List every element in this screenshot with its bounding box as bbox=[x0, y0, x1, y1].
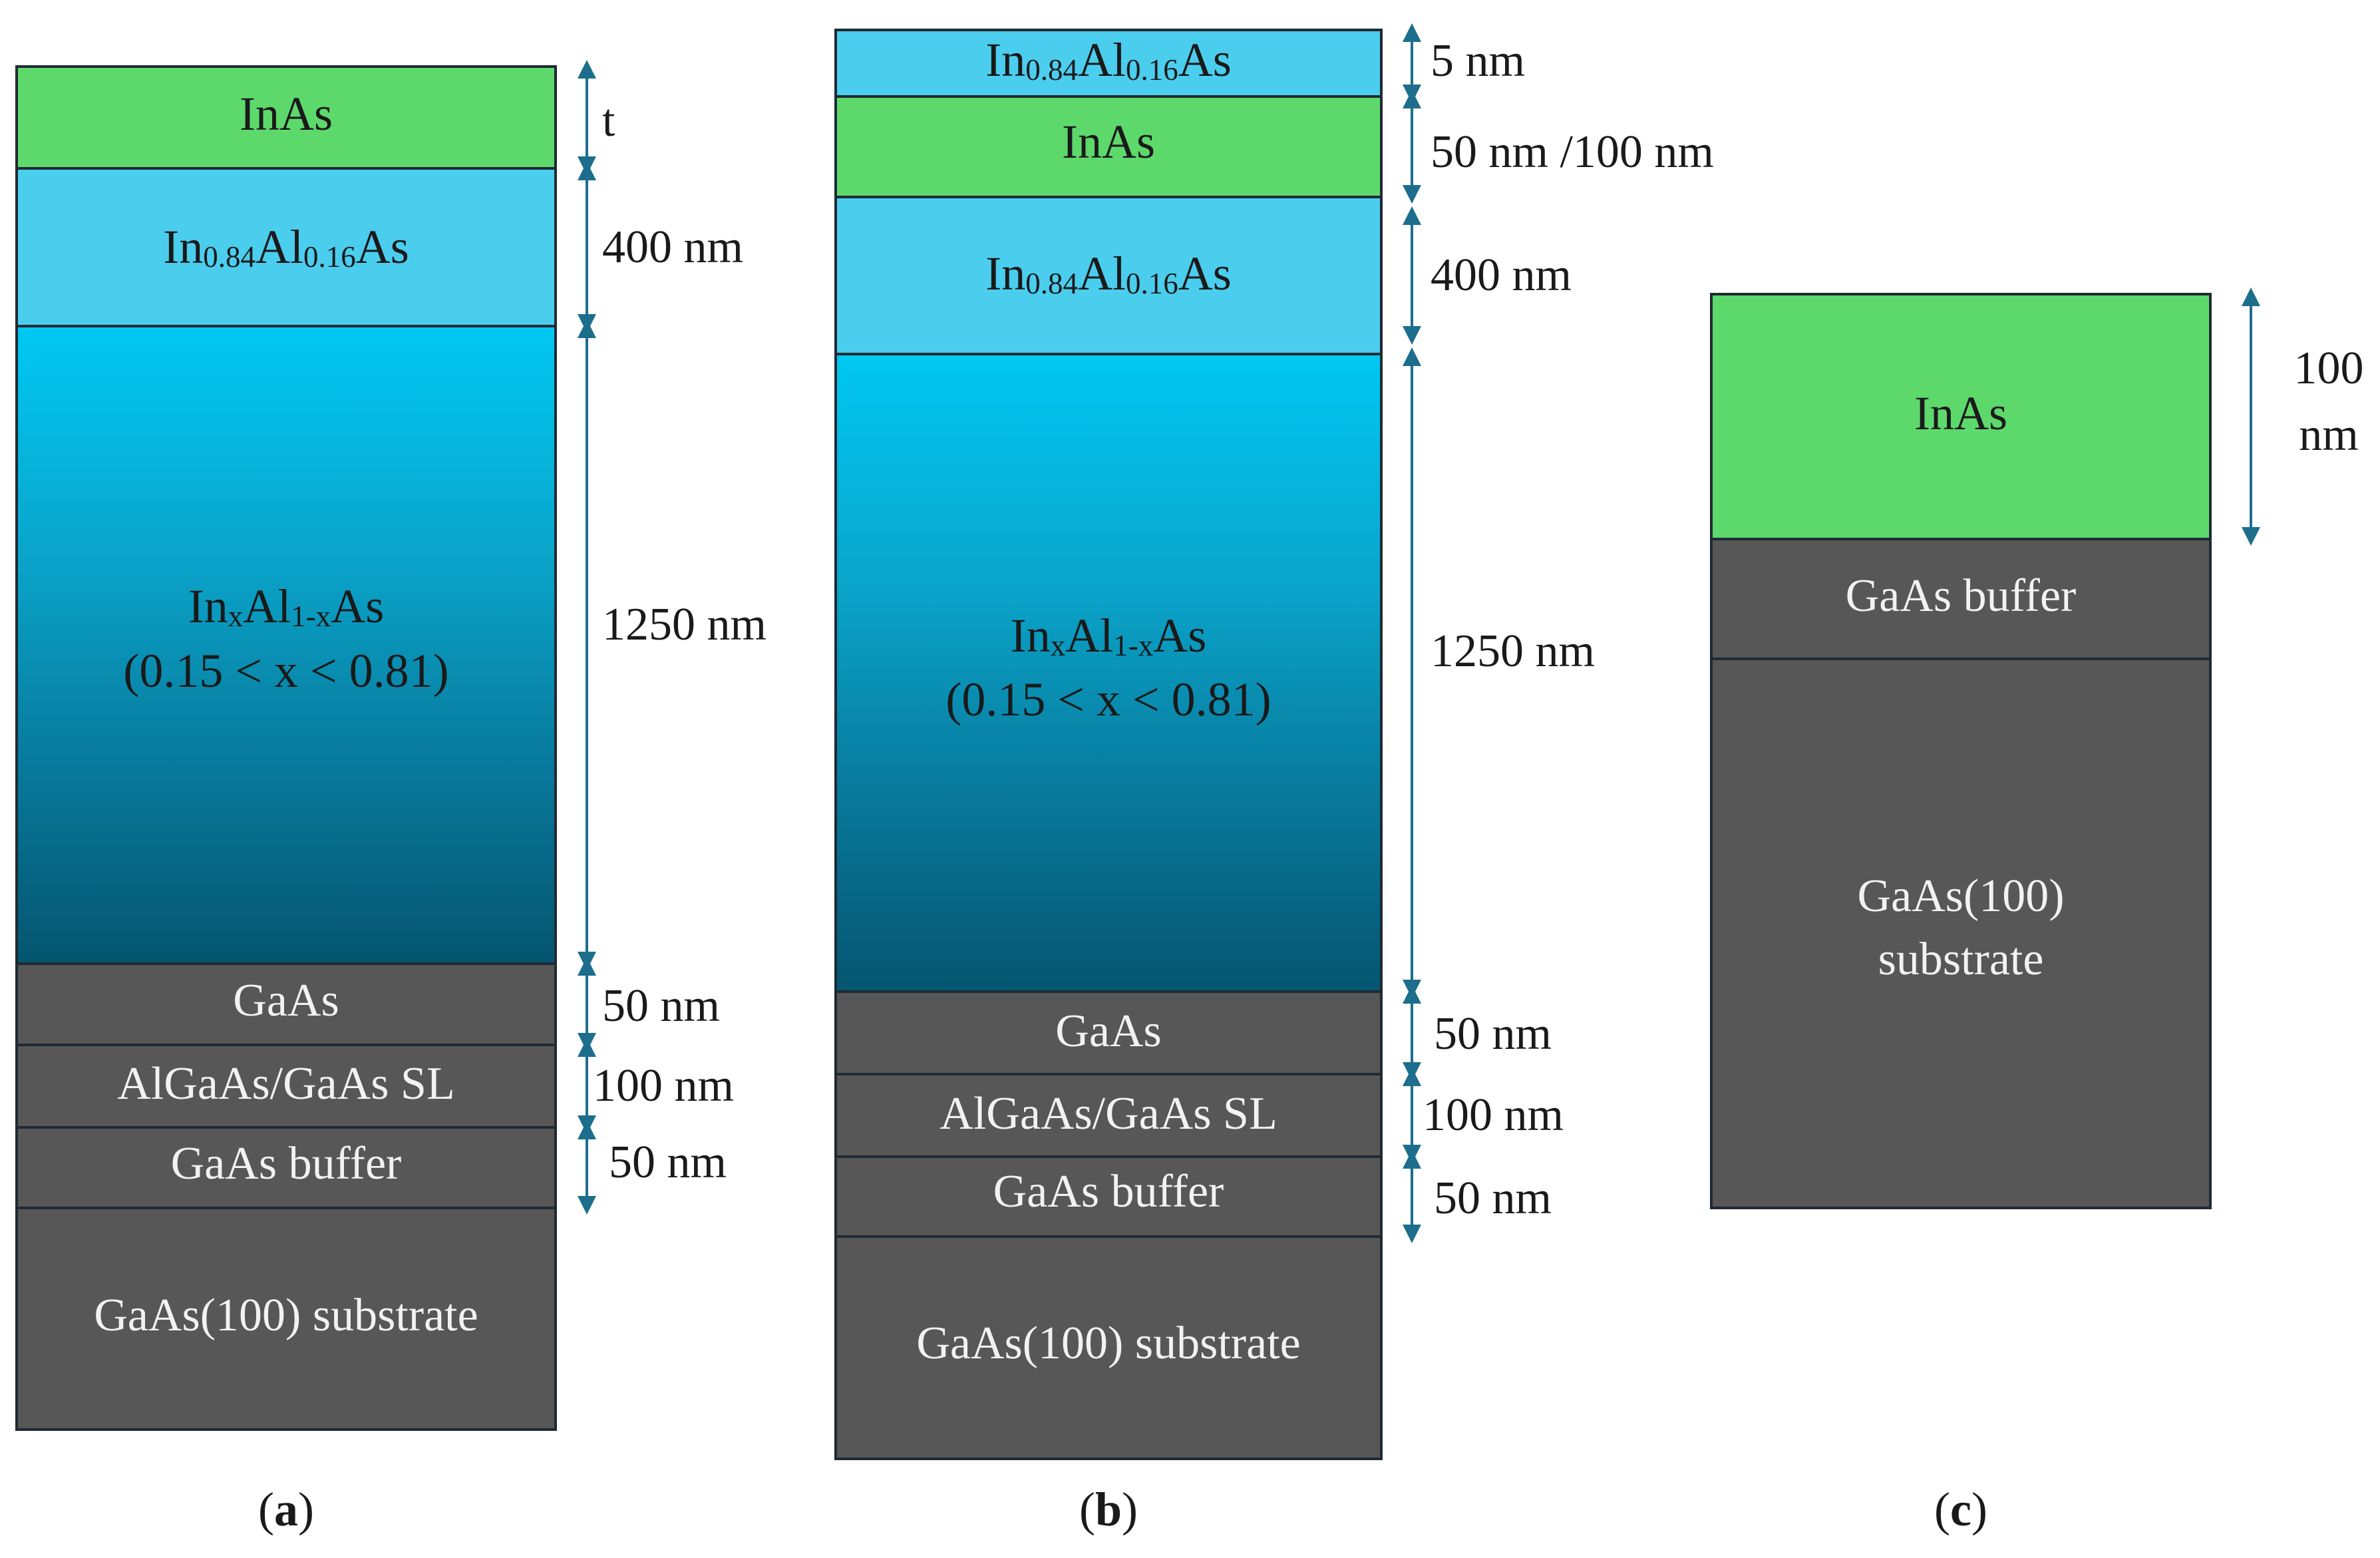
dimension-label-1250: 1250 nm bbox=[602, 599, 766, 650]
layer-substrate-label: substrate bbox=[1878, 934, 2044, 985]
layer-sl-label: AlGaAs/GaAs SL bbox=[117, 1058, 454, 1109]
dimension-label-100: 100 nm bbox=[1423, 1089, 1564, 1141]
layer-substrate-label: GaAs(100) bbox=[1857, 871, 2064, 922]
layer-sl-label: AlGaAs/GaAs SL bbox=[939, 1088, 1277, 1139]
layer-buffer-label: GaAs buffer bbox=[171, 1138, 402, 1189]
layer-in084-block bbox=[834, 196, 1383, 355]
layer-buffer-block bbox=[15, 1126, 557, 1209]
dimension-label-400: 400 nm bbox=[602, 222, 743, 273]
layer-gaas-label: GaAs bbox=[1055, 1006, 1161, 1057]
layer-buffer-block bbox=[834, 1155, 1383, 1238]
layer-substrate-block bbox=[15, 1207, 557, 1431]
layer-graded-block bbox=[15, 325, 557, 965]
layer-buffer-block bbox=[1710, 538, 2212, 660]
dimension-label-50b: 50 nm bbox=[609, 1137, 727, 1188]
layer-in084-block bbox=[15, 167, 557, 327]
layer-graded-block bbox=[834, 353, 1383, 993]
panel-caption-a: (a) bbox=[258, 1483, 314, 1536]
layer-cap-label: In0.84Al0.16As bbox=[985, 33, 1232, 87]
layer-buffer-label: GaAs buffer bbox=[1846, 570, 2077, 622]
layer-inas-label: InAs bbox=[1062, 115, 1155, 168]
layer-inas-block bbox=[1710, 293, 2212, 540]
layer-graded-label: (0.15 < x < 0.81) bbox=[123, 644, 448, 697]
layer-inas-label: InAs bbox=[240, 87, 333, 140]
panel-caption-b: (b) bbox=[1079, 1483, 1138, 1536]
layer-cap-block bbox=[834, 29, 1383, 98]
layer-substrate-label: GaAs(100) substrate bbox=[916, 1318, 1300, 1369]
layer-substrate-block bbox=[834, 1235, 1383, 1460]
dimension-label-1250: 1250 nm bbox=[1431, 626, 1595, 677]
layer-inas-label: InAs bbox=[1914, 387, 2007, 440]
dimension-label-50b: 50 nm bbox=[1434, 1173, 1552, 1224]
layer-buffer-label: GaAs buffer bbox=[993, 1166, 1224, 1217]
dimension-label-t: t bbox=[602, 95, 615, 146]
dimension-label-50a: 50 nm bbox=[602, 980, 720, 1032]
layer-gaas-block bbox=[15, 962, 557, 1046]
layer-gaas-label: GaAs bbox=[233, 975, 339, 1026]
dimension-label-50-100: 50 nm /100 nm bbox=[1431, 126, 1714, 178]
panel-caption-c: (c) bbox=[1934, 1483, 1987, 1536]
dimension-label-5: 5 nm bbox=[1431, 35, 1525, 87]
dimension-label-100: nm bbox=[2299, 409, 2358, 461]
layer-graded-label: (0.15 < x < 0.81) bbox=[945, 673, 1271, 726]
layer-substrate-block bbox=[1710, 658, 2212, 1209]
dimension-label-50a: 50 nm bbox=[1434, 1008, 1552, 1060]
layer-inas-block bbox=[15, 65, 557, 170]
layer-gaas-block bbox=[834, 990, 1383, 1075]
dimension-label-100: 100 bbox=[2294, 343, 2364, 394]
dimension-label-400: 400 nm bbox=[1431, 250, 1572, 301]
dimension-label-100: 100 nm bbox=[593, 1060, 734, 1111]
panel-b: In0.84Al0.16AsInAsIn0.84Al0.16AsInxAl1-x… bbox=[834, 23, 1714, 1536]
layer-substrate-label: GaAs(100) substrate bbox=[94, 1290, 478, 1341]
layer-sl-block bbox=[834, 1073, 1383, 1158]
layer-graded-label: InxAl1-xAs bbox=[188, 580, 385, 633]
layer-in084-label: In0.84Al0.16As bbox=[985, 247, 1232, 300]
layer-in084-label: In0.84Al0.16As bbox=[163, 220, 409, 274]
layer-graded-label: InxAl1-xAs bbox=[1011, 609, 1207, 662]
